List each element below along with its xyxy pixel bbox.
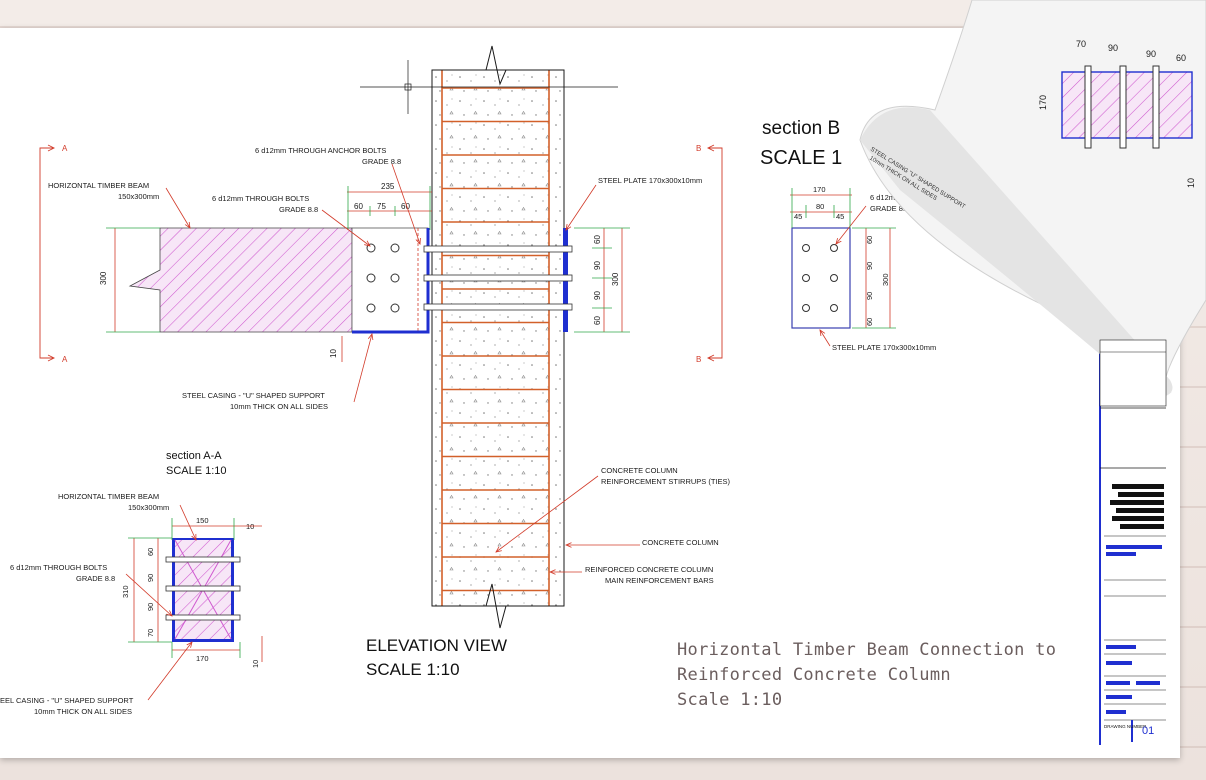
- aa-dim-150: 150: [196, 516, 209, 525]
- aa-dim-310: 310: [121, 585, 130, 598]
- stirrups-label: CONCRETE COLUMN: [601, 466, 678, 475]
- beam-size: 150x300mm: [118, 192, 159, 201]
- section-aa-caption: section A-A: [166, 450, 222, 462]
- steel-plate-label: STEEL PLATE 170x300x10mm: [598, 176, 702, 185]
- bb-dim-45-b: 45: [836, 212, 844, 221]
- elevation-dimensions: 235 60 75 60 300 10 60 90 90 60 300: [99, 182, 630, 362]
- cut-a-top: A: [62, 144, 68, 153]
- drawing-title-line-2: Reinforced Concrete Column: [677, 665, 951, 685]
- main-bars-label: REINFORCED CONCRETE COLUMN: [585, 565, 713, 574]
- bolts-grade: GRADE 8.8: [279, 205, 318, 214]
- aa-dim-10-b: 10: [251, 660, 260, 668]
- beam-label: HORIZONTAL TIMBER BEAM: [48, 181, 149, 190]
- drawing-title: Horizontal Timber Beam Connection to Rei…: [677, 638, 1077, 713]
- dim-plate-60-a: 60: [593, 235, 602, 244]
- bb-dim-60-a: 60: [865, 236, 874, 244]
- elevation-caption: ELEVATION VIEW: [366, 636, 507, 655]
- casing-label: STEEL CASING - "U" SHAPED SUPPORT: [182, 391, 325, 400]
- bb-dim-45-a: 45: [794, 212, 802, 221]
- dim-60-a: 60: [354, 202, 363, 211]
- roll-dim-60: 60: [1176, 53, 1186, 63]
- rolled-sheet: 70 90 90 60 170 10 STEEL CASING "U" SHAP…: [859, 0, 1206, 407]
- bb-plate-label: STEEL PLATE 170x300x10mm: [832, 343, 936, 352]
- aa-beam-size: 150x300mm: [128, 503, 169, 512]
- bb-dim-90-b: 90: [865, 292, 874, 300]
- concrete-column: [360, 45, 618, 629]
- dim-plate-90-b: 90: [593, 291, 602, 300]
- drawing-title-line-1: Horizontal Timber Beam Connection to: [677, 640, 1057, 660]
- bb-dim-80: 80: [816, 202, 824, 211]
- roll-dim-90-b: 90: [1146, 49, 1156, 59]
- aa-casing-note: 10mm THICK ON ALL SIDES: [34, 707, 132, 716]
- drawing-number-label: DRAWING NUMBER: [1104, 724, 1147, 729]
- bb-bolts-label: 6 d12mm: [870, 193, 901, 202]
- roll-dim-90-a: 90: [1108, 43, 1118, 53]
- aa-bolts-grade: GRADE 8.8: [76, 574, 115, 583]
- aa-dim-70: 70: [146, 629, 155, 637]
- bb-dim-170: 170: [813, 185, 826, 194]
- section-cut-markers: [39, 144, 723, 362]
- dim-plate-90-a: 90: [593, 261, 602, 270]
- aa-dim-90-b: 90: [146, 603, 155, 611]
- bb-bolts-grade: GRADE 8.8: [870, 204, 909, 213]
- aa-beam-label: HORIZONTAL TIMBER BEAM: [58, 492, 159, 501]
- title-block: DRAWING NUMBER 01: [1099, 340, 1166, 745]
- aa-bolts-label: 6 d12mm THROUGH BOLTS: [10, 563, 107, 572]
- dim-plate-60-b: 60: [593, 316, 602, 325]
- anchor-bolts-label: 6 d12mm THROUGH ANCHOR BOLTS: [255, 146, 386, 155]
- aa-casing-label: EEL CASING - "U" SHAPED SUPPORT: [0, 696, 134, 705]
- drawing-number: 01: [1142, 725, 1154, 737]
- elevation-labels: HORIZONTAL TIMBER BEAM 150x300mm 6 d12mm…: [48, 146, 731, 585]
- anchor-bolts-grade: GRADE 8.8: [362, 157, 401, 166]
- main-bars-note: MAIN REINFORCEMENT BARS: [605, 576, 714, 585]
- roll-dim-170: 170: [1038, 95, 1048, 110]
- section-bb-caption: section B: [762, 118, 840, 139]
- elevation-scale: SCALE 1:10: [366, 660, 460, 679]
- bb-dim-90-a: 90: [865, 262, 874, 270]
- cut-b-bottom: B: [696, 355, 701, 364]
- bb-dim-300: 300: [881, 273, 890, 286]
- cut-a-bottom: A: [62, 355, 68, 364]
- cut-b-top: B: [696, 144, 701, 153]
- dim-235: 235: [381, 182, 395, 191]
- aa-dim-60: 60: [146, 548, 155, 556]
- column-label: CONCRETE COLUMN: [642, 538, 719, 547]
- dim-300: 300: [99, 271, 108, 285]
- section-aa-scale: SCALE 1:10: [166, 465, 227, 477]
- casing-note: 10mm THICK ON ALL SIDES: [230, 402, 328, 411]
- section-bb: section B SCALE 1 170 80 45 45 6 d12mm: [760, 118, 936, 352]
- bolts-label: 6 d12mm THROUGH BOLTS: [212, 194, 309, 203]
- bb-dim-60-b: 60: [865, 318, 874, 326]
- column-stirrups: [442, 87, 549, 592]
- dim-60-b: 60: [401, 202, 410, 211]
- section-bb-scale: SCALE 1: [760, 147, 842, 169]
- section-aa: section A-A SCALE 1:10 HORIZONTAL TIMBER…: [0, 450, 263, 716]
- roll-dim-70: 70: [1076, 39, 1086, 49]
- aa-dim-90-a: 90: [146, 574, 155, 582]
- dim-plate-300: 300: [611, 272, 620, 286]
- aa-dim-10-a: 10: [246, 522, 254, 531]
- stirrups-note: REINFORCEMENT STIRRUPS (TIES): [601, 477, 731, 486]
- dim-75: 75: [377, 202, 386, 211]
- roll-dim-10: 10: [1186, 178, 1196, 188]
- dim-10: 10: [329, 349, 338, 358]
- drawing-title-line-3: Scale 1:10: [677, 690, 783, 710]
- aa-dim-170: 170: [196, 654, 209, 663]
